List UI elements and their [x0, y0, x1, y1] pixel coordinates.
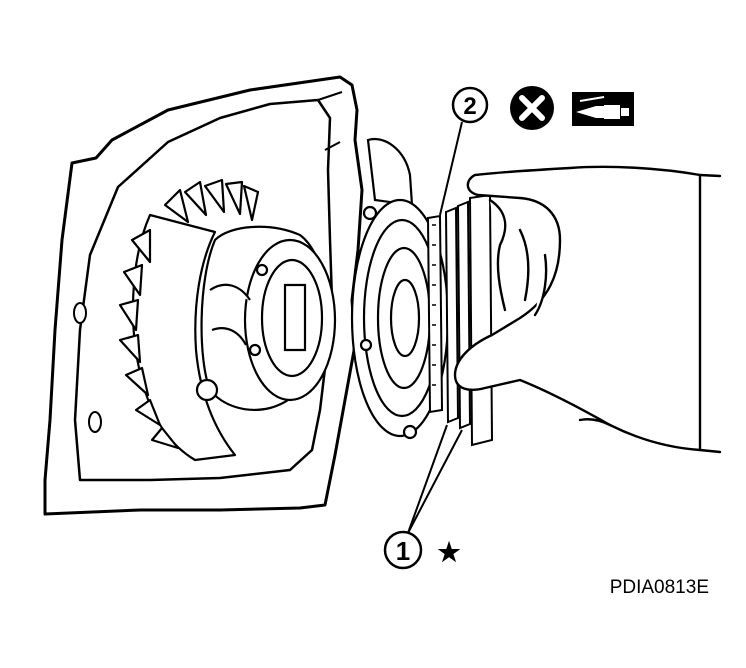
- callout-circle: [451, 86, 489, 124]
- hand: [453, 165, 722, 454]
- figure-code: PDIA0813E: [610, 577, 709, 598]
- sealant-tube-icon: [572, 92, 634, 126]
- adjusting-shims: [444, 193, 494, 447]
- callout-2: 2: [451, 86, 489, 124]
- o-ring-seal: [426, 214, 444, 414]
- shim-ref-number: 1: [396, 536, 410, 566]
- differential-case: [195, 225, 337, 411]
- seal-leader-line: [439, 121, 463, 216]
- callout-circle: [383, 530, 423, 570]
- leader-lines: [407, 121, 463, 534]
- shim-leader-line-a: [407, 424, 448, 534]
- circle-x-icon: [510, 86, 554, 130]
- shim-leader-line-b: [407, 429, 463, 534]
- side-bearing-cover: [350, 137, 450, 440]
- seal-ref-number: 2: [463, 93, 476, 120]
- ring-gear: [118, 178, 260, 462]
- star-mark: ★: [437, 537, 461, 567]
- callout-1: 1 ★: [383, 530, 461, 570]
- housing-bolts: [73, 302, 102, 433]
